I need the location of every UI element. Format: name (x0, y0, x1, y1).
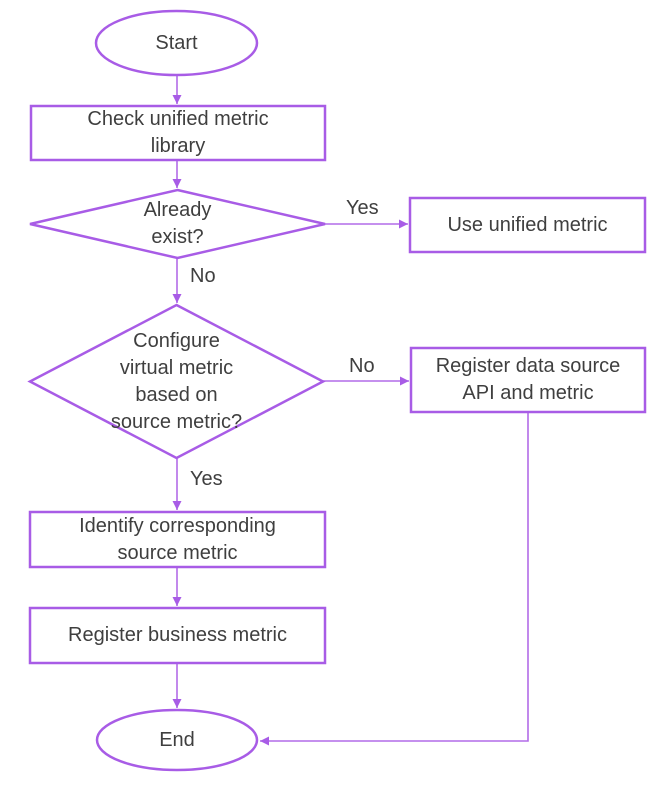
edge-register-api-to-end (260, 412, 529, 746)
end-terminator-shape (95, 708, 259, 772)
start-terminator-shape (94, 9, 259, 77)
check-library-process-shape (29, 104, 327, 162)
configure-virtual-decision-shape (27, 303, 326, 460)
use-unified-process-shape (408, 196, 647, 254)
register-api-process-shape (409, 346, 647, 414)
identify-source-process-shape (28, 510, 327, 569)
register-business-process-shape (28, 606, 327, 665)
already-exist-decision-shape (29, 188, 326, 260)
